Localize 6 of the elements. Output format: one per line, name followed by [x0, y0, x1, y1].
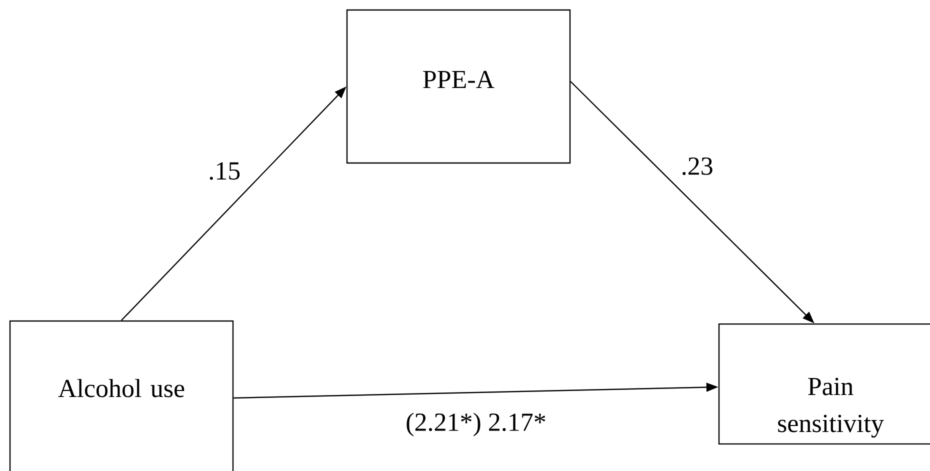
process-box: Pain sensitivity	[718, 323, 930, 445]
process-box: PPE-A	[346, 9, 571, 164]
edge-label: .15	[207, 161, 242, 181]
edge-label: .23	[680, 156, 714, 176]
edge-label: (2.21*) 2.17*	[404, 412, 548, 438]
process-box: Alcohol use	[9, 320, 234, 471]
